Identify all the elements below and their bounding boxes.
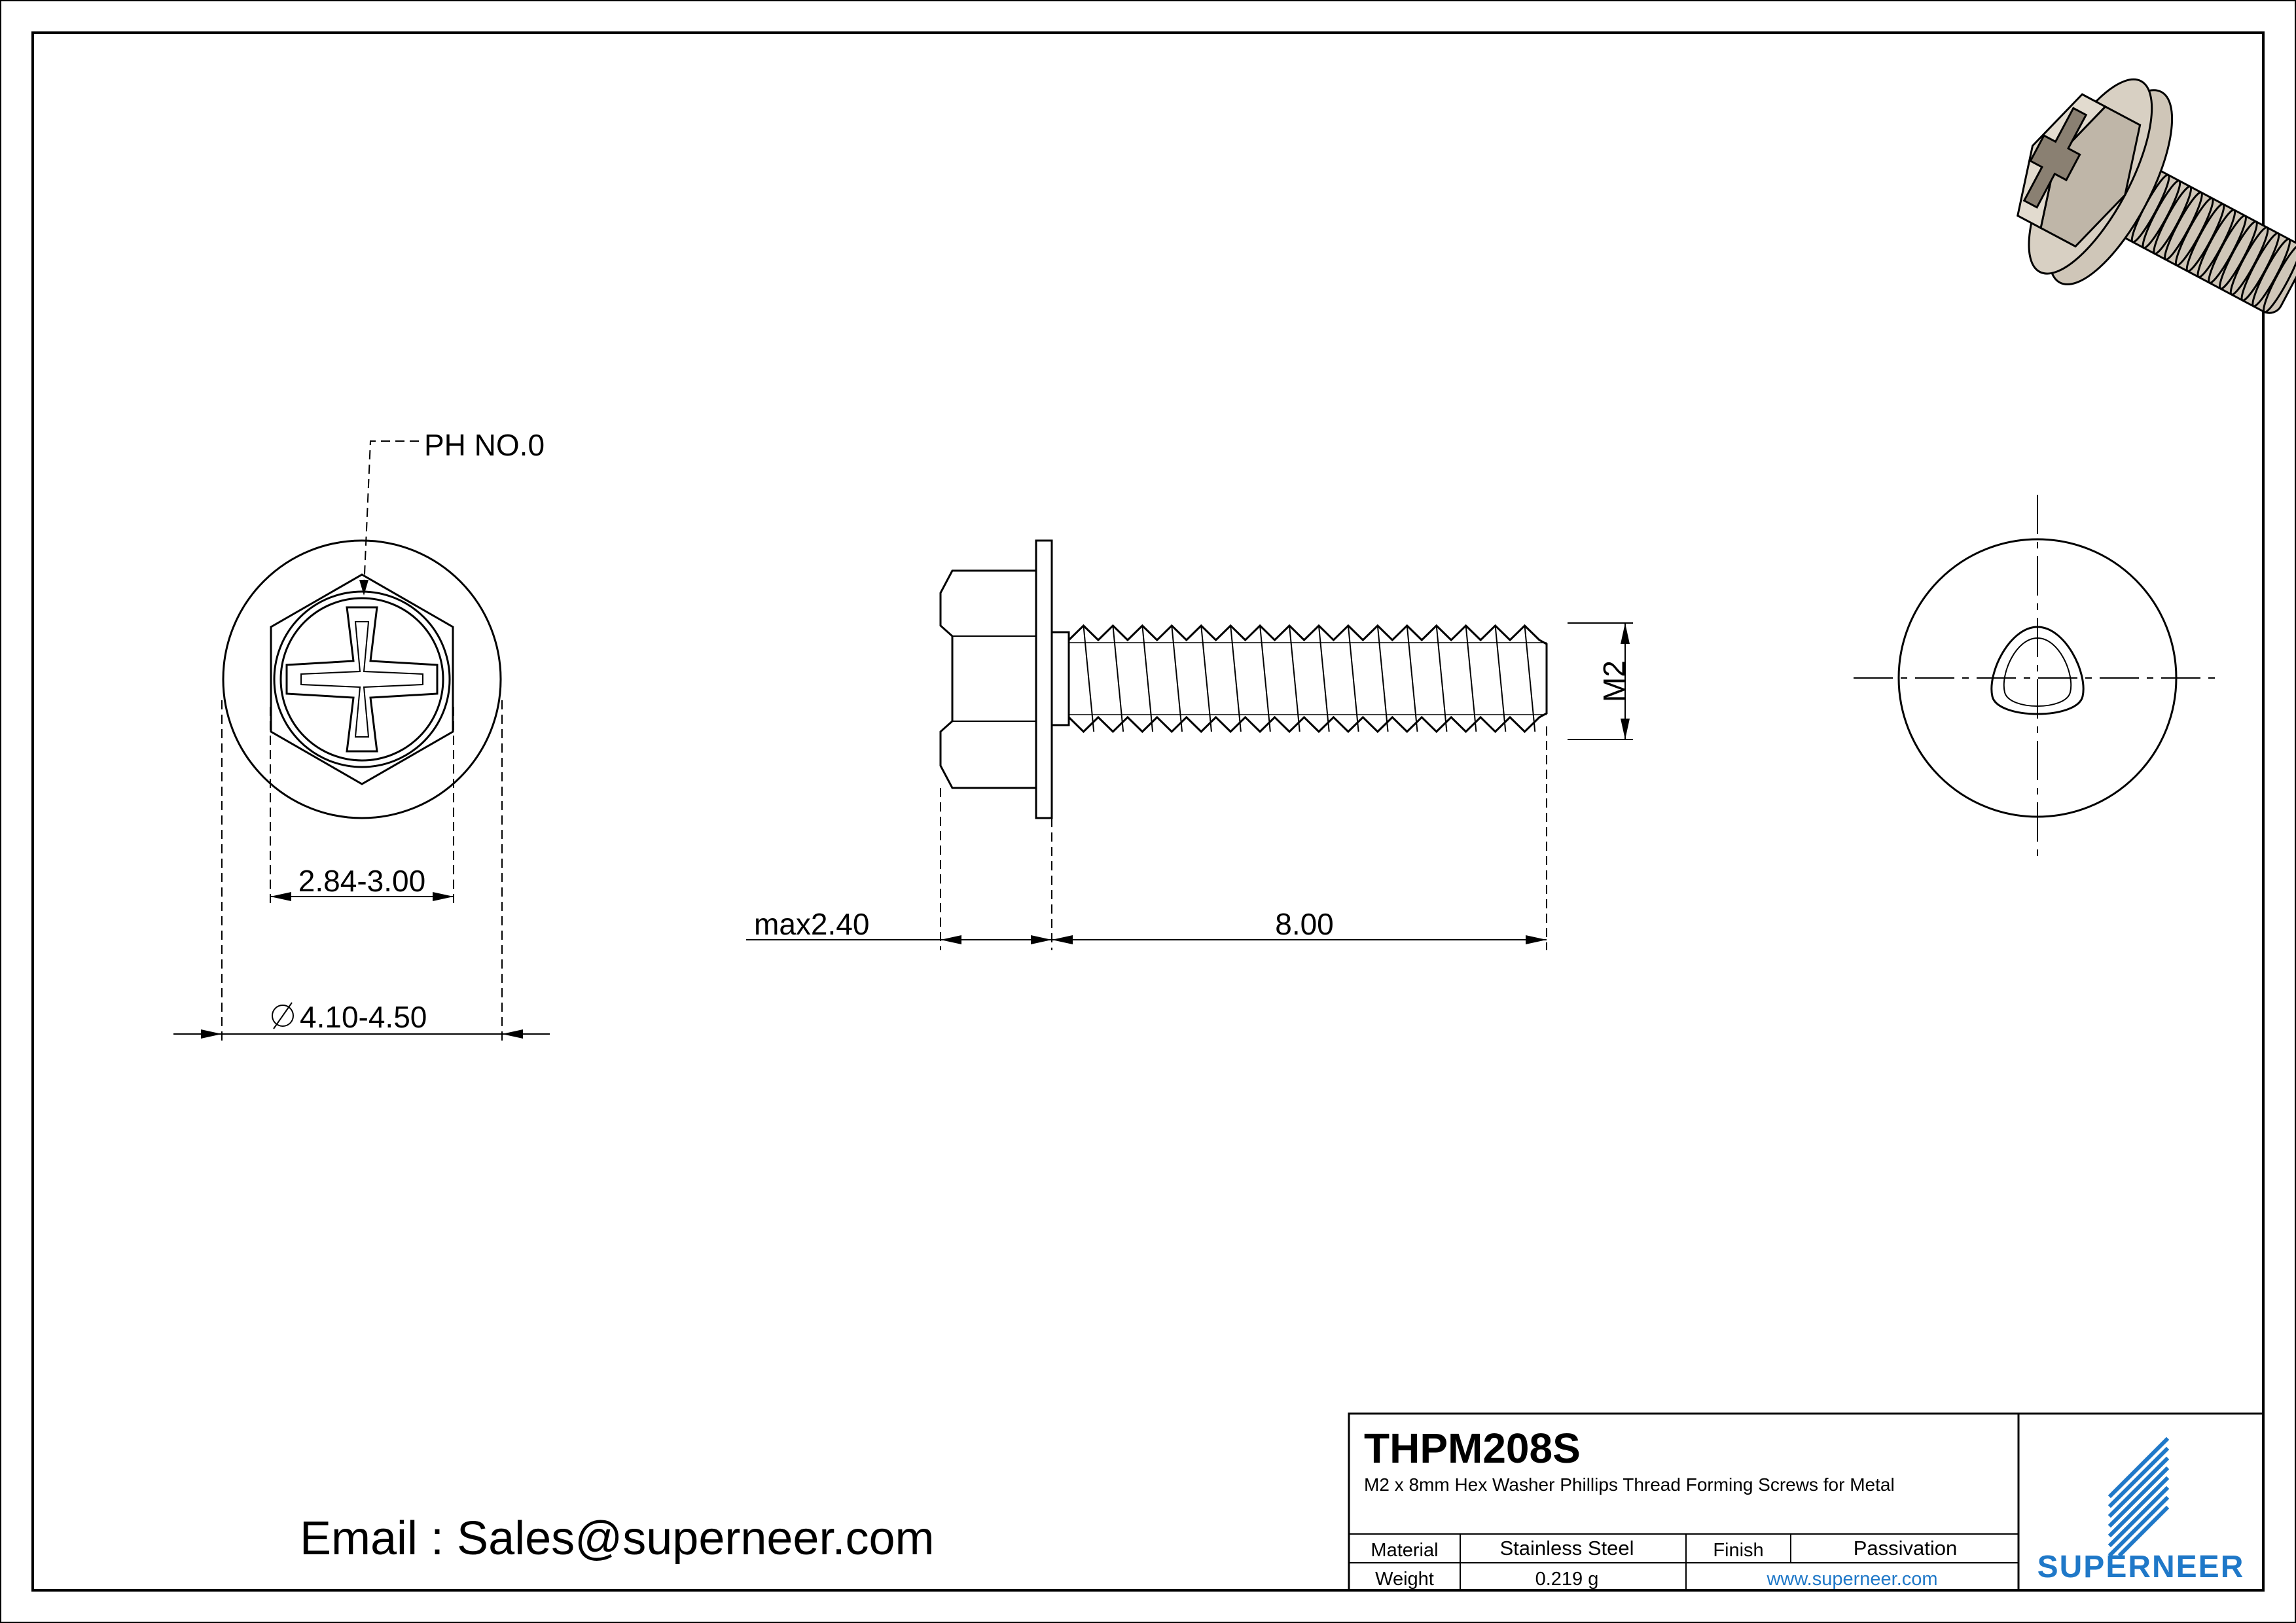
- thread-crest-line: [1141, 625, 1154, 732]
- superneer-logo-mark: [2108, 1436, 2170, 1558]
- dim-hex-af: [270, 707, 454, 904]
- thread-flanks: [1083, 625, 1536, 732]
- iso-thread-ring: [2263, 243, 2296, 313]
- finish-label: Finish: [1713, 1540, 1763, 1561]
- side-view: [939, 539, 1548, 819]
- thread-crest-line: [1347, 625, 1359, 732]
- thread-crest-line: [1289, 625, 1300, 732]
- thread-crest-line: [1200, 625, 1212, 732]
- weight-label: Weight: [1375, 1569, 1434, 1590]
- dim-length-label: 8.00: [1275, 907, 1334, 941]
- inner-border: [31, 31, 2265, 1592]
- thread-crest-line: [1524, 625, 1536, 732]
- thread-crest-line: [1112, 625, 1124, 732]
- thread-crest-line: [1435, 625, 1448, 732]
- thread-crest-line: [1259, 625, 1271, 732]
- dim-length: [746, 726, 1547, 950]
- recess-outer-circle: [273, 590, 451, 768]
- material-value: Stainless Steel: [1499, 1537, 1634, 1560]
- recess-callout-label: PH NO.0: [424, 428, 545, 462]
- contact-email: Email : Sales@superneer.com: [300, 1512, 935, 1565]
- dim-hex-af-label: 2.84-3.00: [298, 864, 425, 898]
- recess-inner-circle: [279, 597, 444, 762]
- dim-washer-dia-label: 4.10-4.50: [300, 1000, 427, 1034]
- material-label: Material: [1371, 1540, 1438, 1561]
- title-block-frame: [1348, 1412, 2265, 1592]
- thread-crest-line: [1171, 625, 1183, 732]
- dim-head-height-label: max2.40: [754, 907, 869, 941]
- thread-crest-line: [1083, 625, 1095, 732]
- hex-head-outline: [270, 573, 454, 785]
- thread-body: [1067, 624, 1548, 734]
- dim-thread: [1568, 622, 1633, 740]
- hex-head-side: [939, 569, 1037, 789]
- part-description: M2 x 8mm Hex Washer Phillips Thread Form…: [1364, 1474, 1895, 1495]
- dim-thread-label: M2: [1597, 660, 1631, 702]
- thread-crest-line: [1318, 625, 1330, 732]
- thread-crest-line: [1230, 625, 1242, 732]
- website-link[interactable]: www.superneer.com: [1766, 1569, 1937, 1590]
- washer-flange-side: [1035, 539, 1053, 819]
- thread-crest-line: [1406, 625, 1418, 732]
- thread-crest-line: [1465, 625, 1477, 732]
- brand-name: SUPERNEER: [2037, 1550, 2245, 1584]
- washer-outline: [222, 539, 502, 819]
- weight-value: 0.219 g: [1535, 1569, 1599, 1590]
- finish-value: Passivation: [1854, 1537, 1958, 1560]
- thread-crest-line: [1376, 625, 1389, 732]
- recess-leader: [359, 440, 419, 596]
- part-number: THPM208S: [1364, 1425, 1581, 1472]
- dim-washer-dia: [173, 700, 550, 1041]
- screw-3d-illustration: [2017, 78, 2296, 314]
- thread-neck: [1050, 631, 1070, 726]
- phillips-cross-inner: [300, 621, 423, 738]
- end-view-centerlines: [1854, 495, 2220, 861]
- top-view: [222, 539, 502, 819]
- phillips-cross: [285, 606, 439, 753]
- thread-crest-line: [1494, 625, 1507, 732]
